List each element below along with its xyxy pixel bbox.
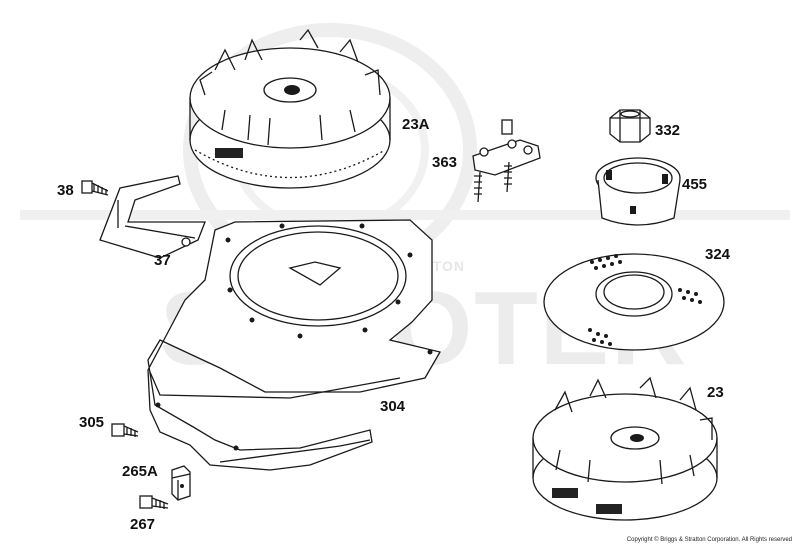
flywheel-23 bbox=[532, 376, 718, 521]
screw-305 bbox=[111, 423, 139, 437]
callout-455: 455 bbox=[682, 176, 708, 193]
screw-38 bbox=[81, 180, 109, 196]
callout-23: 23 bbox=[707, 384, 724, 401]
callout-304: 304 bbox=[380, 398, 406, 415]
blower-housing-304 bbox=[147, 219, 441, 471]
callout-305: 305 bbox=[79, 414, 105, 431]
bracket-363 bbox=[472, 119, 541, 203]
callout-38: 38 bbox=[57, 182, 74, 199]
callout-332: 332 bbox=[655, 122, 681, 139]
callout-267: 267 bbox=[130, 516, 156, 533]
air-guide-37 bbox=[99, 175, 206, 259]
flywheel-23a bbox=[189, 28, 391, 189]
callout-23a: 23A bbox=[402, 116, 430, 133]
screw-267 bbox=[139, 495, 169, 509]
cup-455 bbox=[595, 157, 681, 226]
screen-324 bbox=[543, 253, 725, 351]
clip-265a bbox=[171, 465, 191, 501]
callout-363: 363 bbox=[432, 154, 458, 171]
copyright-notice: Copyright © Briggs & Stratton Corporatio… bbox=[626, 537, 792, 543]
callout-37: 37 bbox=[154, 252, 171, 269]
callout-265a: 265A bbox=[122, 463, 158, 480]
nut-332 bbox=[609, 109, 651, 143]
callout-324: 324 bbox=[705, 246, 731, 263]
